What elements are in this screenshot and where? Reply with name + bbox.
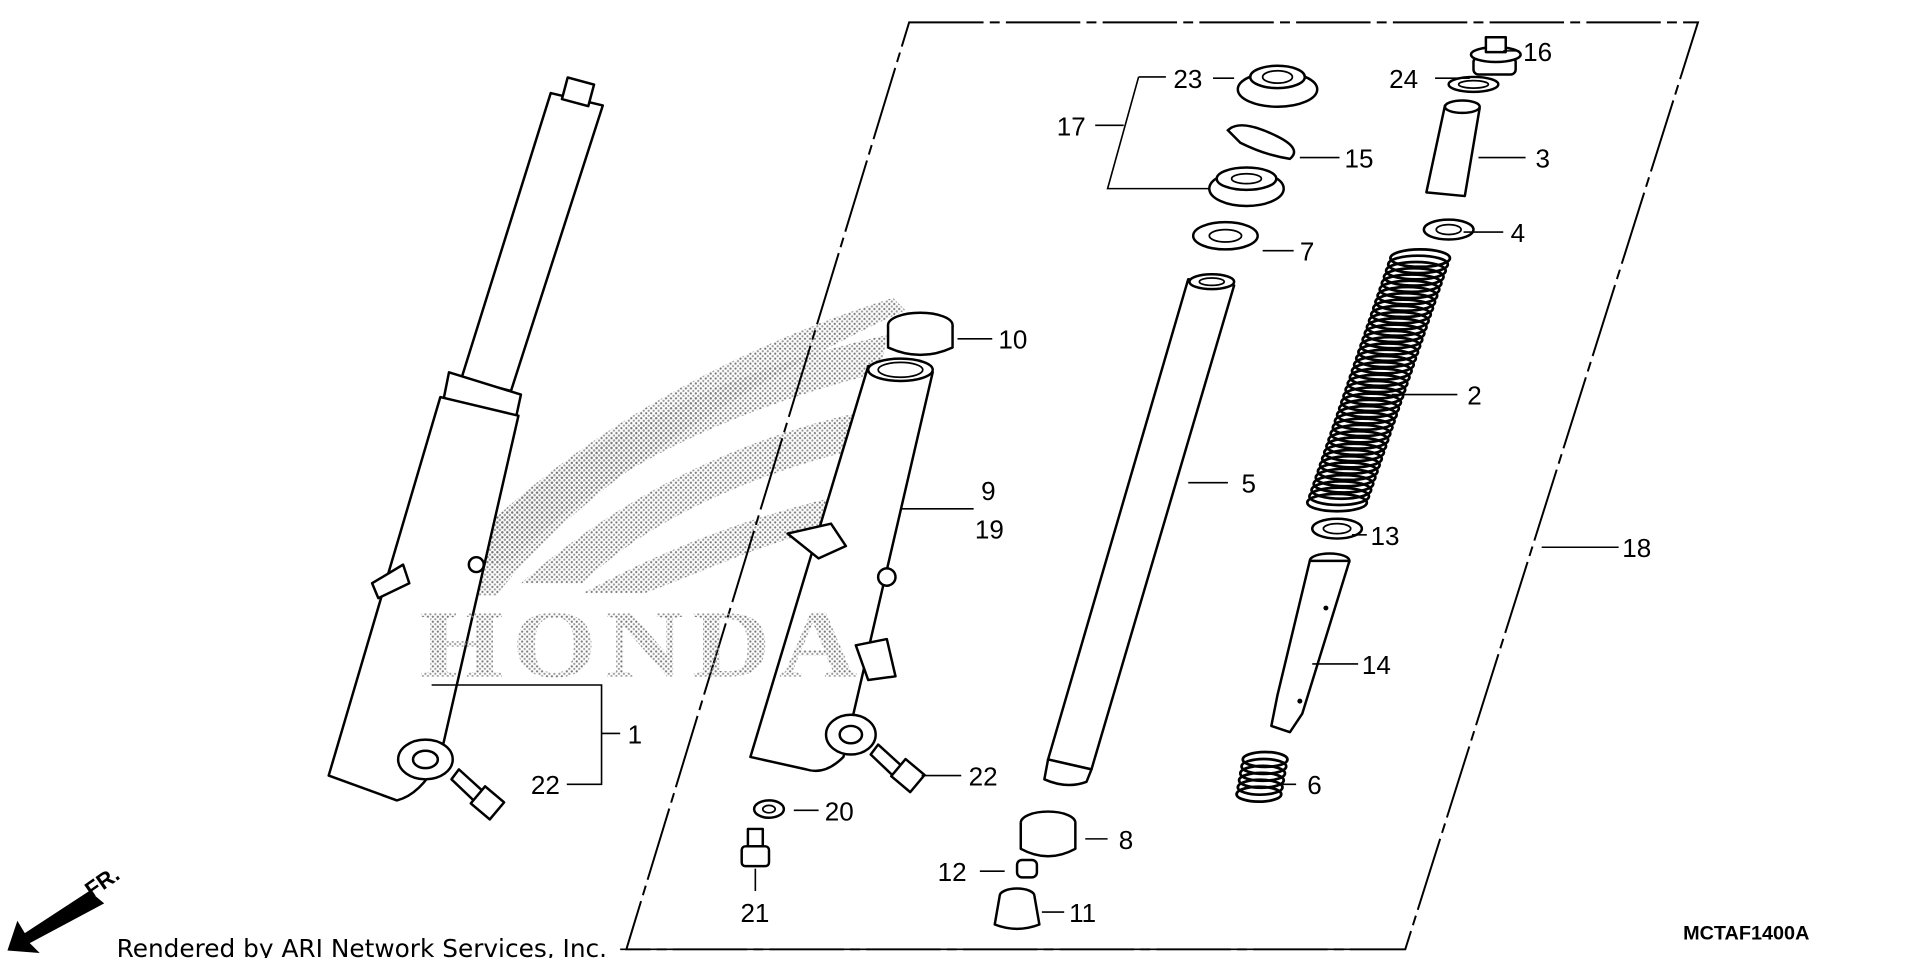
spring-coil [1333, 411, 1396, 432]
callout-6[interactable]: 6 [1307, 770, 1321, 800]
spring-coil [1384, 260, 1448, 281]
spring-coil [1342, 385, 1405, 407]
callout-11[interactable]: 11 [1069, 898, 1096, 928]
spring-coil [1348, 367, 1411, 388]
spring-coil [1310, 479, 1373, 501]
spring-coil [1320, 448, 1384, 469]
callout-23[interactable]: 23 [1173, 64, 1202, 94]
spring-coil [1374, 291, 1437, 313]
diagram-code: MCTAF1400A [1683, 922, 1809, 944]
ring-13[interactable] [1311, 517, 1364, 540]
callout-5[interactable]: 5 [1242, 469, 1256, 499]
piece-12[interactable] [1015, 858, 1039, 879]
spring-coil [1371, 298, 1435, 319]
callout-2[interactable]: 2 [1467, 381, 1481, 411]
spring-coil [1382, 266, 1445, 287]
callout-17[interactable]: 17 [1057, 111, 1086, 141]
callout-16[interactable]: 16 [1523, 37, 1552, 67]
spring-coil [1361, 329, 1424, 350]
fork-spring-2[interactable] [1305, 248, 1452, 513]
callout-1[interactable]: 1 [628, 719, 642, 749]
bolt-22-left[interactable] [450, 768, 506, 821]
spring-coil [1354, 348, 1418, 369]
spring-coil [1322, 442, 1386, 463]
callout-21[interactable]: 21 [740, 898, 769, 928]
callout-19[interactable]: 19 [975, 515, 1004, 545]
spring-coil [1369, 304, 1433, 325]
spring-coil [1331, 417, 1394, 438]
callout-12[interactable]: 12 [938, 857, 967, 887]
callout-24[interactable]: 24 [1389, 64, 1418, 94]
oil-seal[interactable] [1208, 166, 1285, 208]
spring-seat-4[interactable] [1422, 218, 1475, 241]
spring-coil [1308, 486, 1371, 507]
fork-bolt-16[interactable] [1469, 35, 1522, 76]
spring-coil [1359, 335, 1422, 356]
spring-coil [1363, 323, 1426, 344]
dust-seal-23[interactable] [1236, 64, 1319, 108]
spring-coil [1327, 429, 1390, 450]
spring-coil [1380, 273, 1443, 294]
callout-7[interactable]: 7 [1300, 237, 1314, 267]
inner-tube[interactable] [1043, 273, 1236, 787]
spring-coil [1376, 285, 1439, 306]
callout-18[interactable]: 18 [1622, 533, 1651, 563]
back-up-ring-7[interactable] [1191, 220, 1259, 251]
spring-coil [1340, 392, 1403, 413]
callout-3[interactable]: 3 [1536, 144, 1550, 174]
stopper-ring-15[interactable] [1226, 124, 1296, 161]
callout-22-left[interactable]: 22 [531, 770, 560, 800]
spring-coil [1335, 404, 1399, 425]
footer-credit: Rendered by ARI Network Services, Inc. [117, 934, 607, 958]
arrow-icon [7, 890, 105, 954]
oil-lock-piece-11[interactable] [993, 887, 1041, 931]
spring-coil [1305, 492, 1369, 513]
callout-9[interactable]: 9 [981, 476, 995, 506]
callout-20[interactable]: 20 [825, 796, 854, 826]
spacer-3[interactable] [1425, 99, 1481, 198]
callouts: 16 24 23 17 15 3 4 7 10 2 5 9 19 13 18 1… [531, 37, 1651, 928]
spring-coil [1314, 467, 1377, 488]
spring-coil [1389, 248, 1452, 269]
o-ring-24[interactable] [1447, 75, 1500, 94]
callout-4[interactable]: 4 [1511, 218, 1525, 248]
spring-coil [1329, 423, 1392, 444]
callout-15[interactable]: 15 [1344, 144, 1373, 174]
spring-coil [1357, 342, 1420, 363]
honda-wing-watermark [421, 297, 906, 596]
spring-coil [1352, 354, 1416, 375]
spring-coil [1346, 373, 1409, 394]
spring-coil [1318, 454, 1381, 476]
fork-assembly-left[interactable] [327, 76, 605, 802]
spring-coil [1367, 310, 1430, 331]
spring-coil [1378, 279, 1441, 300]
bolt-21[interactable] [740, 827, 771, 868]
outer-tube[interactable] [749, 311, 954, 773]
honda-watermark-text: HONDA [419, 590, 866, 697]
spring-coil [1236, 778, 1284, 797]
callout-8[interactable]: 8 [1119, 825, 1133, 855]
spring-coil [1386, 254, 1450, 275]
front-direction-arrow: FR. [7, 861, 124, 954]
callout-22-right[interactable]: 22 [969, 762, 998, 792]
washer-20[interactable] [752, 799, 786, 820]
leader-lines [431, 50, 1619, 951]
spring-coil [1337, 398, 1401, 419]
spring-coil [1316, 461, 1379, 482]
spring-coil [1312, 473, 1375, 494]
rebound-spring-6[interactable] [1235, 750, 1289, 804]
bolt-22-right[interactable] [869, 743, 926, 794]
spring-coil [1235, 785, 1283, 804]
slider-bushing-8[interactable] [1019, 810, 1077, 858]
spring-coil [1365, 317, 1428, 338]
callout-14[interactable]: 14 [1362, 650, 1391, 680]
spring-coil [1344, 379, 1407, 400]
fork-piston-14[interactable] [1270, 552, 1351, 734]
callout-13[interactable]: 13 [1371, 521, 1400, 551]
callout-10[interactable]: 10 [998, 325, 1027, 355]
spring-coil [1350, 360, 1413, 381]
spring-coil [1325, 436, 1388, 457]
